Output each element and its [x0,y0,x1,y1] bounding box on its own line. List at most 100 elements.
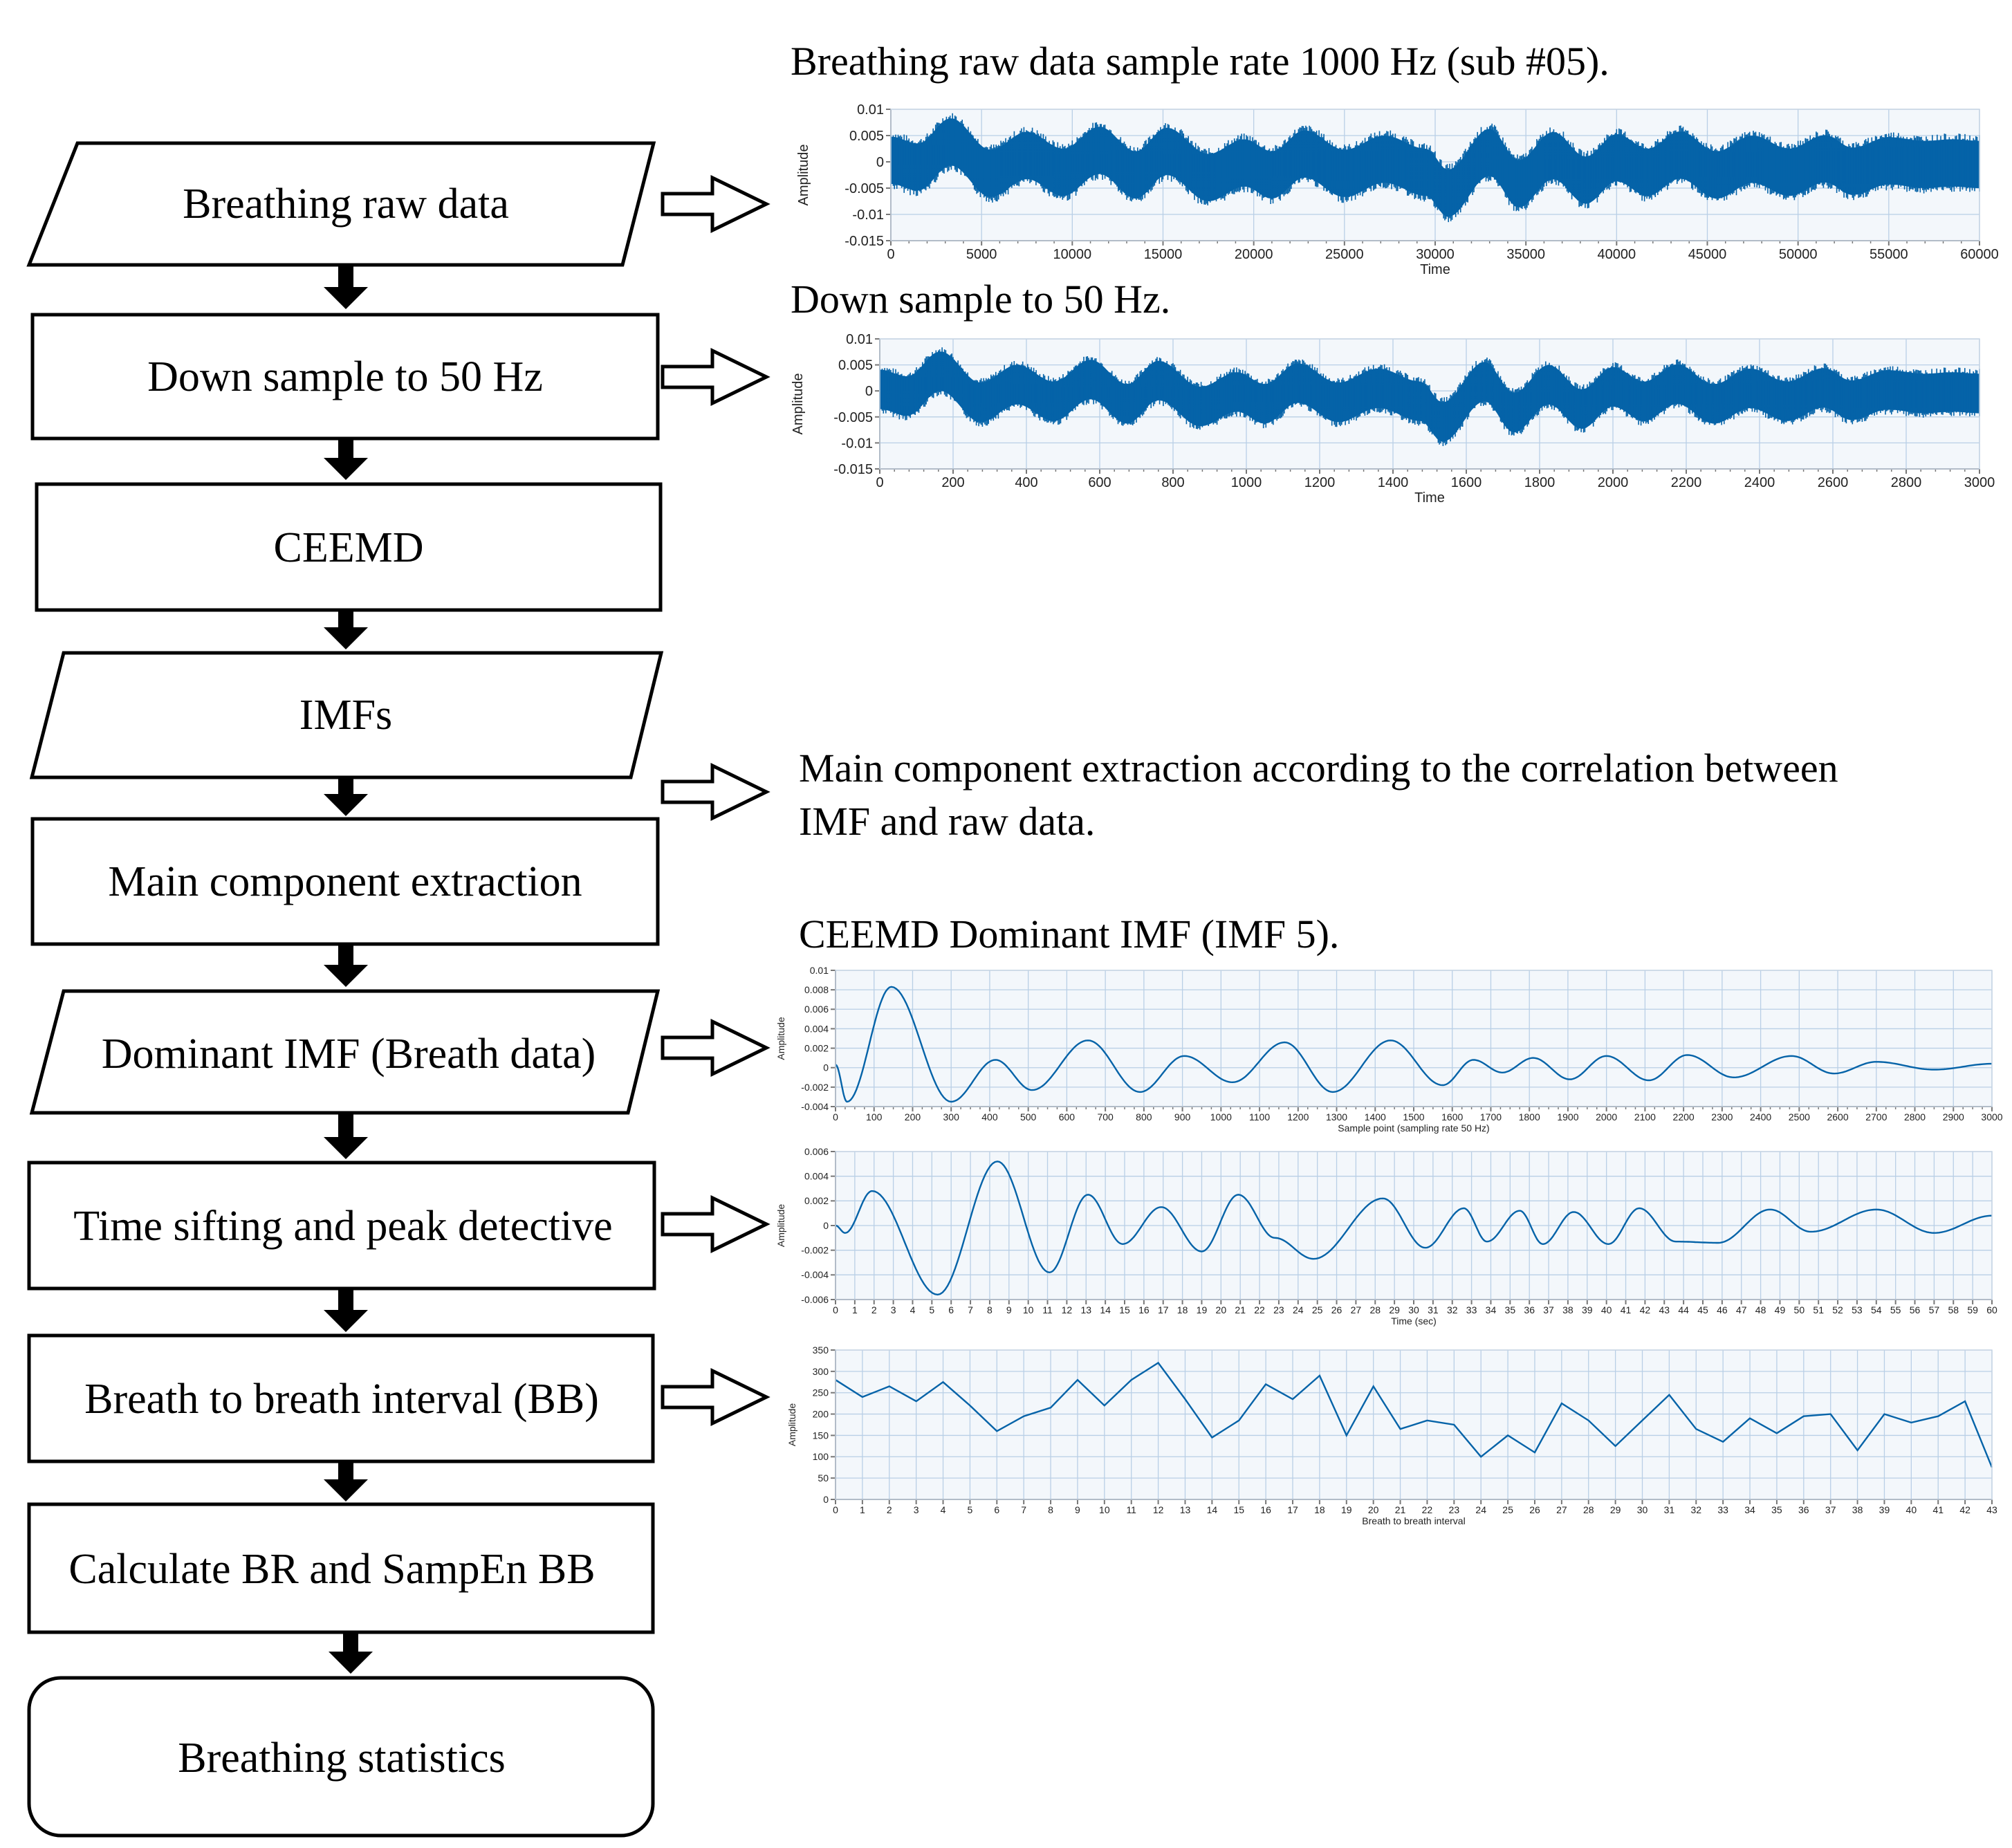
x-tick-label: 800 [1161,475,1184,490]
right-arrow [661,763,770,821]
x-tick-label: 53 [1852,1304,1863,1315]
x-tick-label: 40 [1906,1504,1917,1515]
x-tick-label: 13 [1080,1304,1091,1315]
x-tick-label: 100 [866,1111,883,1122]
x-tick-label: 30 [1408,1304,1419,1315]
y-tick-label: 250 [813,1387,829,1398]
x-tick-label: 1800 [1519,1111,1540,1122]
x-tick-label: 2900 [1943,1111,1964,1122]
x-tick-label: 400 [981,1111,998,1122]
caption-raw: Breathing raw data sample rate 1000 Hz (… [791,39,1609,84]
x-tick-label: 2200 [1671,475,1702,490]
x-tick-label: 35000 [1506,247,1545,262]
x-tick-label: 10 [1099,1504,1110,1515]
y-tick-label: 0.004 [804,1023,829,1034]
x-tick-label: 31 [1664,1504,1675,1515]
flow-step-label: Dominant IMF (Breath data) [102,1031,596,1078]
x-tick-label: 16 [1260,1504,1271,1515]
x-tick-label: 15 [1233,1504,1244,1515]
x-tick-label: 1000 [1231,475,1262,490]
caption-imf: CEEMD Dominant IMF (IMF 5). [799,912,1339,957]
x-tick-label: 29 [1389,1304,1400,1315]
y-tick-label: -0.004 [801,1101,829,1112]
x-tick-label: 2000 [1596,1111,1617,1122]
flow-step-breath-interval: Breath to breath interval (BB) [27,1333,655,1463]
y-tick-label: 0.008 [804,984,829,995]
y-tick-label: -0.005 [833,410,873,425]
y-tick-label: -0.015 [845,234,884,249]
x-tick-label: 25000 [1325,247,1364,262]
x-tick-label: 39 [1879,1504,1890,1515]
down-arrow [324,944,368,987]
x-tick-label: 17 [1158,1304,1169,1315]
x-tick-label: 57 [1929,1304,1940,1315]
x-tick-label: 5000 [966,247,997,262]
x-tick-label: 43 [1659,1304,1670,1315]
x-tick-label: 4 [941,1504,946,1515]
x-tick-label: 23 [1449,1504,1460,1515]
x-tick-label: 29 [1610,1504,1621,1515]
x-tick-label: 40 [1601,1304,1612,1315]
x-tick-label: 16 [1138,1304,1150,1315]
flow-step-label: Breath to breath interval (BB) [84,1376,599,1423]
x-tick-label: 14 [1100,1304,1111,1315]
plot-frame [835,1151,1993,1300]
x-tick-label: 900 [1174,1111,1191,1122]
x-tick-label: 25 [1312,1304,1323,1315]
y-tick-label: 0.004 [804,1171,829,1182]
x-axis-label: Time [1414,490,1445,506]
y-tick-label: 0.01 [846,332,873,347]
x-tick-label: 2500 [1789,1111,1810,1122]
x-tick-label: 9 [1075,1504,1080,1515]
x-tick-label: 1500 [1403,1111,1424,1122]
x-tick-label: 24 [1475,1504,1486,1515]
x-tick-label: 41 [1621,1304,1632,1315]
x-tick-label: 37 [1543,1304,1554,1315]
x-tick-label: 500 [1020,1111,1037,1122]
x-tick-label: 2000 [1598,475,1629,490]
y-tick-label: -0.01 [841,436,873,451]
x-tick-label: 1700 [1480,1111,1502,1122]
x-tick-label: 55000 [1870,247,1908,262]
down-arrow [324,1288,368,1332]
y-tick-label: 100 [813,1451,829,1462]
y-tick-label: -0.002 [801,1082,829,1093]
x-tick-label: 10 [1023,1304,1034,1315]
x-tick-label: 5 [929,1304,934,1315]
x-tick-label: 31 [1428,1304,1439,1315]
x-tick-label: 23 [1273,1304,1284,1315]
x-tick-label: 600 [1088,475,1111,490]
y-tick-label: 0 [823,1062,829,1073]
y-tick-label: 0.002 [804,1042,829,1053]
x-tick-label: 1800 [1524,475,1556,490]
y-tick-label: 50 [818,1472,829,1484]
x-tick-label: 1600 [1451,475,1482,490]
plot-frame [879,338,1980,470]
x-tick-label: 34 [1486,1304,1497,1315]
x-tick-label: 15 [1119,1304,1130,1315]
down-arrow [329,1632,373,1674]
x-tick-label: 200 [905,1111,921,1122]
x-tick-label: 17 [1287,1504,1298,1515]
x-tick-label: 1000 [1210,1111,1232,1122]
flow-step-main-component-extraction: Main component extraction [30,817,660,946]
x-axis-label: Time (sec) [1391,1315,1437,1327]
x-tick-label: 20 [1216,1304,1227,1315]
flow-step-down-sample: Down sample to 50 Hz [30,313,660,441]
x-tick-label: 60 [1986,1304,1997,1315]
x-tick-label: 2300 [1711,1111,1733,1122]
x-tick-label: 27 [1556,1504,1567,1515]
flow-step-time-sifting: Time sifting and peak detective [27,1161,656,1291]
x-axis-label: Time [1420,262,1450,277]
x-tick-label: 48 [1755,1304,1766,1315]
x-tick-label: 51 [1813,1304,1824,1315]
x-tick-label: 21 [1235,1304,1246,1315]
down-arrow [324,265,368,309]
flow-step-label: Main component extraction [108,858,582,905]
y-tick-label: 300 [813,1366,829,1377]
plot-frame [835,970,1993,1107]
x-tick-label: 26 [1331,1304,1342,1315]
x-tick-label: 22 [1254,1304,1265,1315]
